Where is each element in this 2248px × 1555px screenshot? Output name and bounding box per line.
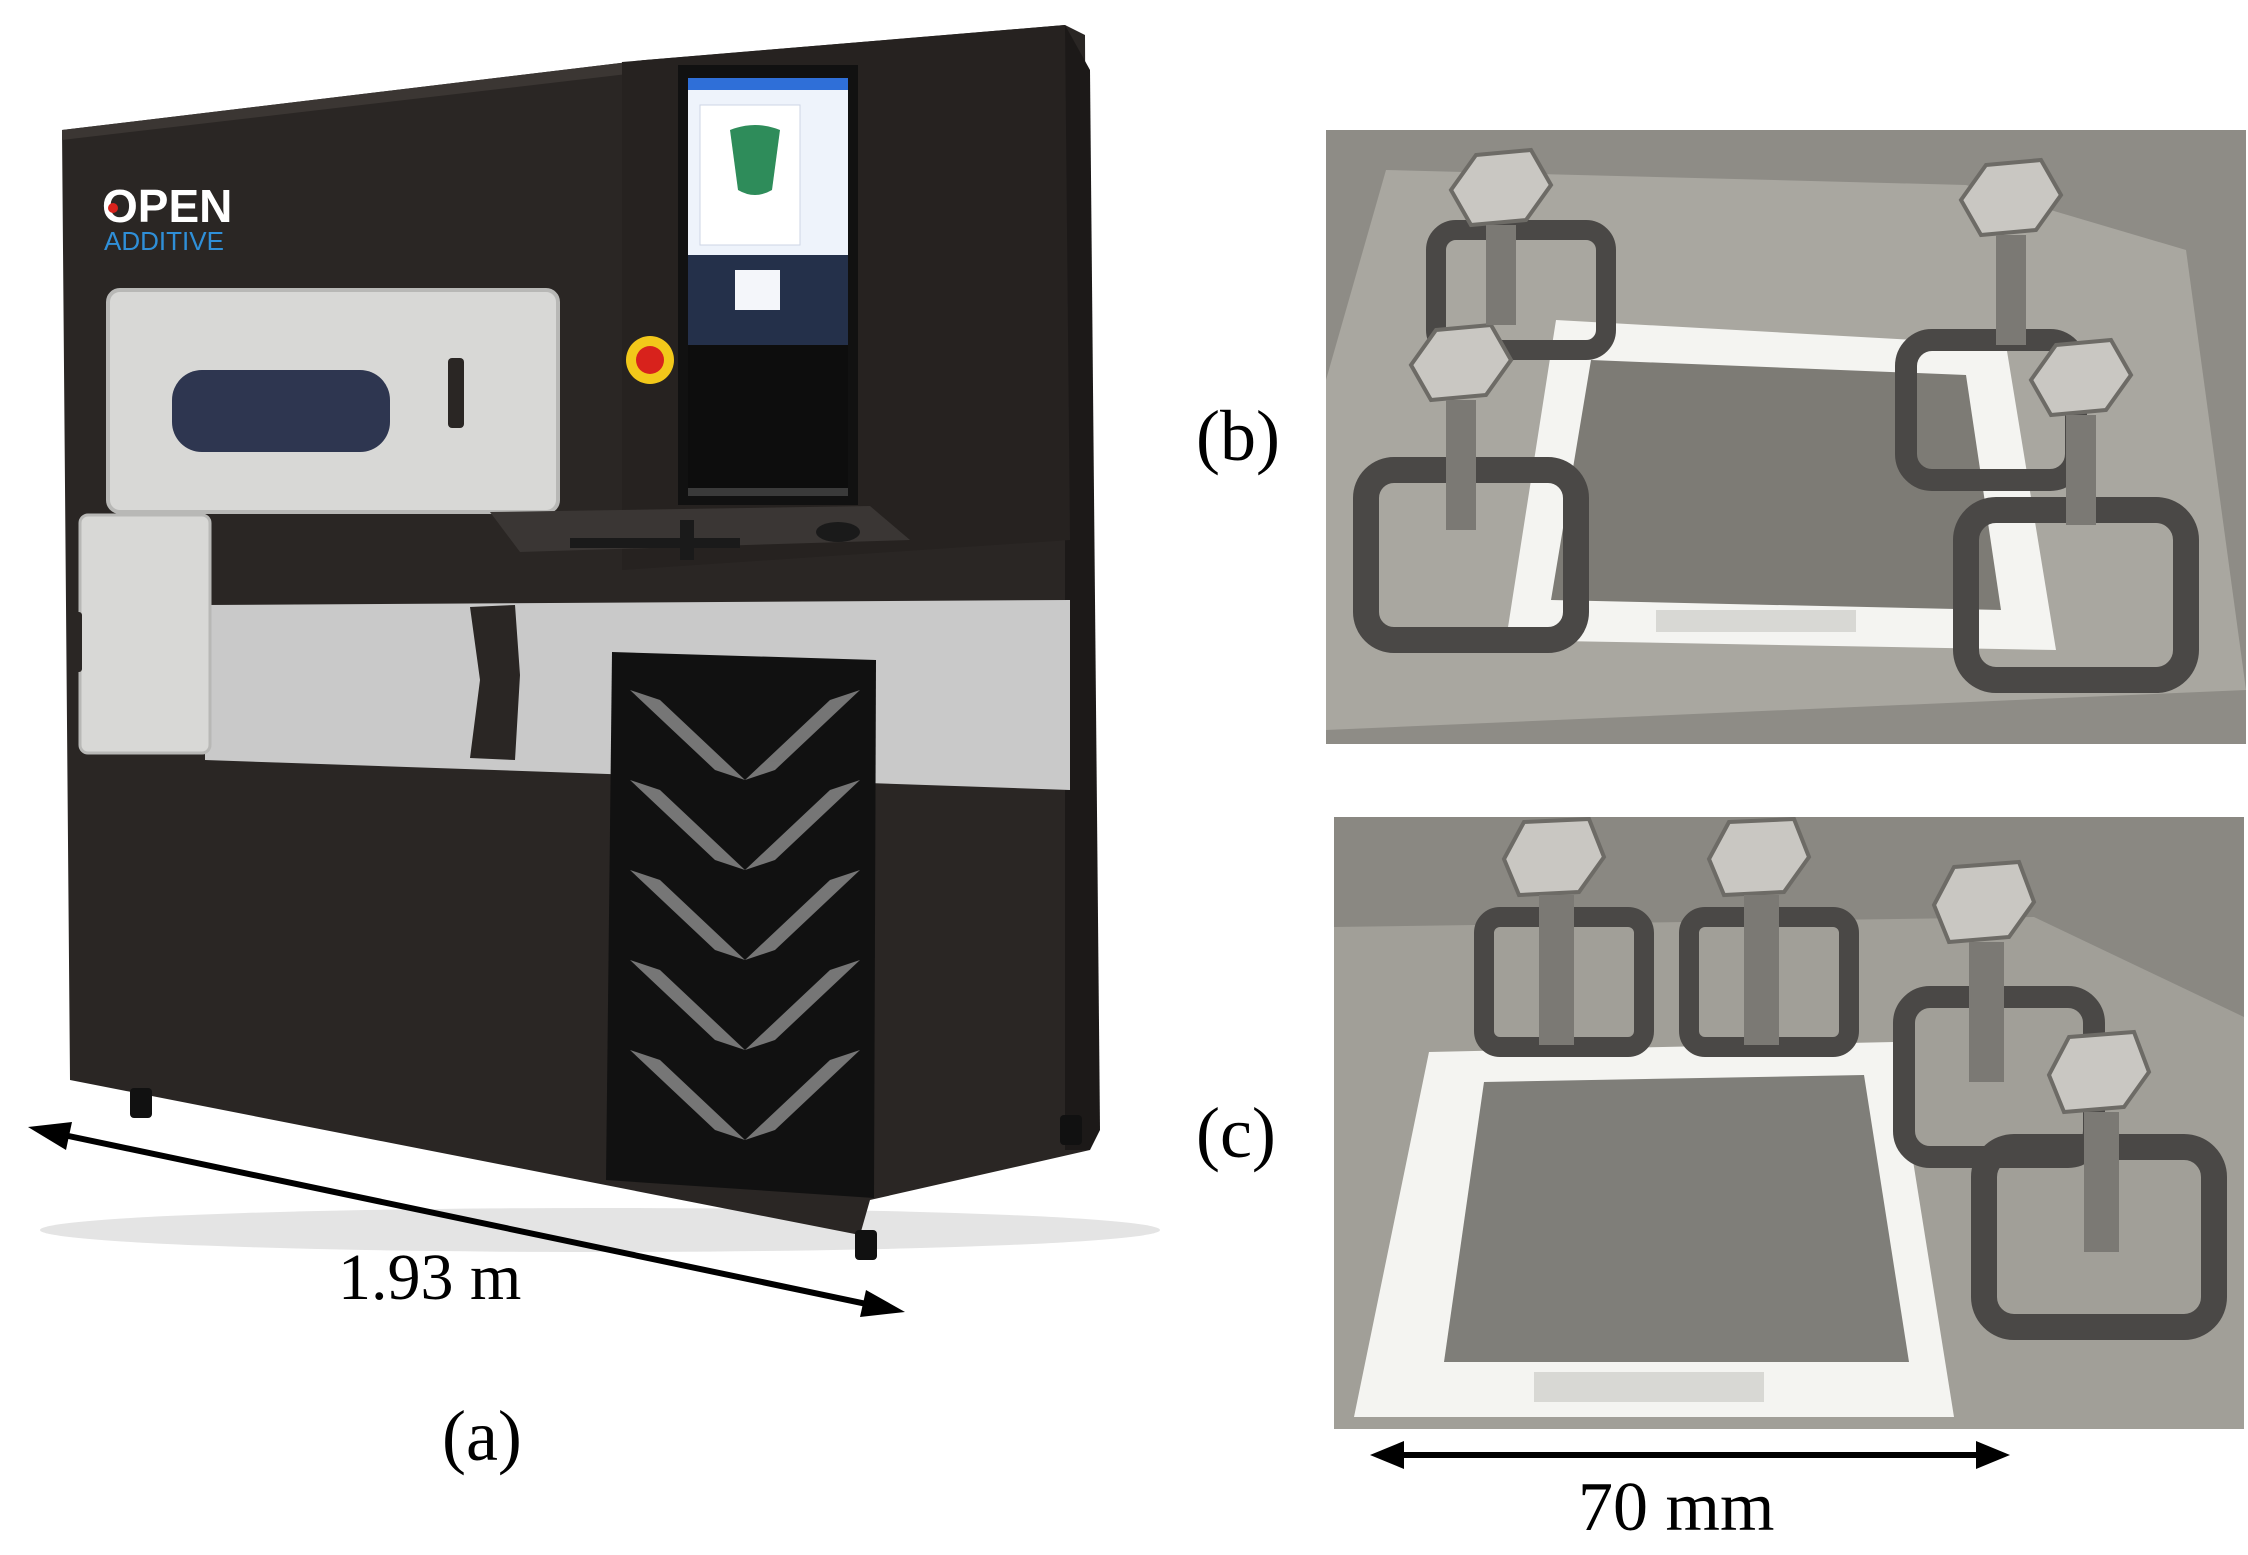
logo-bottom-text: ADDITIVE — [104, 226, 224, 256]
specimen-width-label: 70 mm — [1578, 1469, 1775, 1546]
model-preview — [730, 125, 780, 195]
machine-illustration: OPEN ADDITIVE — [28, 25, 1160, 1317]
panel-a-label: (a) — [442, 1396, 522, 1476]
machine-panel: OPEN ADDITIVE — [28, 25, 1160, 1317]
panel-c-label: (c) — [1196, 1093, 1276, 1173]
door-handle — [448, 358, 464, 428]
bolt-head — [1448, 147, 1554, 228]
machine-width-label: 1.93 m — [338, 1241, 522, 1314]
side-door — [78, 513, 212, 755]
vent-panel — [606, 652, 876, 1198]
fixture-photo-top — [1326, 130, 2246, 744]
door-window — [172, 370, 390, 452]
specimen-plate — [1444, 1075, 1909, 1362]
specimen-plate — [1551, 360, 2001, 610]
bolt-head — [1501, 817, 1607, 898]
estop-button — [636, 346, 664, 374]
width-dimension-arrow — [28, 1122, 905, 1317]
fixture-photo-bottom — [1334, 817, 2244, 1429]
logo-top-text: OPEN — [102, 180, 232, 232]
specimen-width-arrow — [1370, 1441, 2010, 1469]
panel-b-label: (b) — [1196, 396, 1280, 476]
